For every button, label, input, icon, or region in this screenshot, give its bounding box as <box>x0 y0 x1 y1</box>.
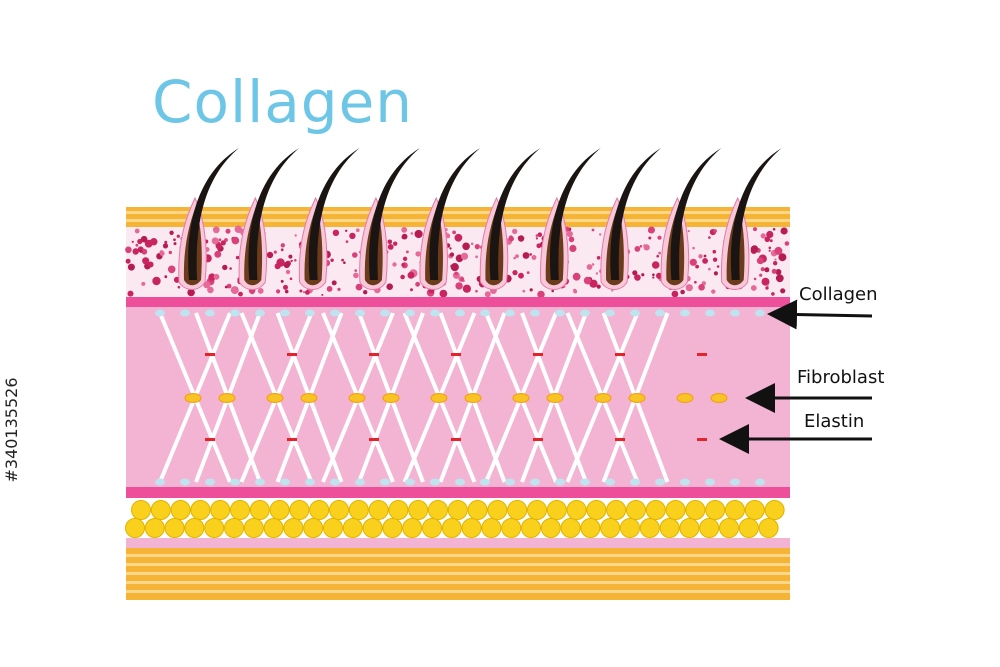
fat-cell-icon <box>639 518 660 538</box>
hair-follicle-icon <box>298 148 360 290</box>
fat-cell-icon <box>527 500 547 520</box>
fat-cell-icon <box>348 500 369 520</box>
fat-cell-icon <box>481 518 502 538</box>
fat-cell-icon <box>659 518 680 538</box>
fat-cell-icon <box>329 500 349 520</box>
fat-cell-icon <box>586 500 607 520</box>
fat-cell-icon <box>428 500 448 520</box>
fat-cell-icon <box>606 500 627 520</box>
epidermis-layer <box>125 225 790 299</box>
fat-cell-icon <box>679 518 700 538</box>
fat-cell-icon <box>303 518 324 538</box>
fat-cell-layer <box>125 500 785 538</box>
fat-cell-icon <box>699 518 720 538</box>
fat-cell-icon <box>521 518 541 538</box>
fat-cell-icon <box>289 500 310 520</box>
fat-cell-icon <box>224 518 244 538</box>
fibroblast-label: Fibroblast <box>797 367 885 388</box>
fat-cell-icon <box>758 518 779 538</box>
fat-cell-icon <box>540 518 561 538</box>
fat-cell-icon <box>546 500 567 520</box>
hair-follicle-icon <box>178 148 239 290</box>
hair-follicle-icon <box>419 148 481 290</box>
fat-cell-icon <box>560 518 581 538</box>
fat-cell-icon <box>170 500 191 520</box>
collagen-arrow-icon <box>767 299 873 330</box>
fat-cell-icon <box>665 500 686 520</box>
fibroblast-icon <box>430 393 482 403</box>
fat-cell-icon <box>150 500 171 520</box>
fat-cell-icon <box>719 518 739 538</box>
fat-cell-icon <box>620 518 640 538</box>
fibroblast-icon <box>594 393 646 403</box>
basement-membrane-top <box>126 297 790 307</box>
basement-membrane-bottom <box>126 487 790 498</box>
fat-cell-icon <box>744 500 765 520</box>
fat-cell-icon <box>309 500 330 520</box>
fibroblast-icon <box>184 393 236 403</box>
fat-cell-icon <box>487 500 508 520</box>
fat-cell-icon <box>626 500 646 520</box>
fat-cell-icon <box>705 500 726 520</box>
fat-cell-icon <box>441 518 462 538</box>
stock-id: #340135526 <box>2 377 21 483</box>
fat-cell-icon <box>408 500 429 520</box>
fibroblast-icon <box>348 393 400 403</box>
hair-follicle-icon <box>359 148 420 290</box>
diagram-title: Collagen <box>152 68 414 136</box>
fat-cell-icon <box>342 518 363 538</box>
hair-follicle-icon <box>660 148 722 290</box>
fat-cell-icon <box>566 500 587 520</box>
elastin-label: Elastin <box>804 411 865 432</box>
hair-follicle-icon <box>720 148 782 290</box>
fat-cell-icon <box>125 518 145 538</box>
fibroblast-icon <box>512 393 564 403</box>
hair-follicle-icon <box>540 148 601 290</box>
fat-cell-icon <box>645 500 666 520</box>
hair-follicle-icon <box>479 148 541 290</box>
fat-cell-icon <box>323 518 343 538</box>
fibroblast-icon <box>676 393 728 403</box>
fat-cell-icon <box>243 518 264 538</box>
fibroblast-icon <box>266 393 318 403</box>
fat-cell-icon <box>362 518 383 538</box>
fat-cell-icon <box>402 518 423 538</box>
fat-cell-icon <box>184 518 205 538</box>
fat-cell-icon <box>725 500 745 520</box>
fat-cell-icon <box>144 518 165 538</box>
subcutaneous-band <box>126 538 790 600</box>
hair-follicle-icon <box>238 148 300 290</box>
epidermis-surface-band <box>126 207 790 227</box>
fat-cell-icon <box>461 518 482 538</box>
fat-cell-icon <box>164 518 185 538</box>
fat-cell-icon <box>447 500 468 520</box>
fat-cell-icon <box>600 518 621 538</box>
fat-cell-icon <box>190 500 211 520</box>
fat-cell-icon <box>283 518 304 538</box>
fat-cell-icon <box>230 500 250 520</box>
fat-cell-icon <box>382 518 403 538</box>
fat-cell-icon <box>368 500 389 520</box>
hair-follicle-icon <box>600 148 662 290</box>
fat-cell-icon <box>422 518 442 538</box>
fat-cell-icon <box>131 500 151 520</box>
fat-cell-icon <box>685 500 706 520</box>
fat-cell-icon <box>249 500 270 520</box>
fat-cell-icon <box>467 500 488 520</box>
fat-cell-icon <box>738 518 759 538</box>
collagen-fiber-network <box>155 309 765 486</box>
fat-cell-icon <box>764 500 785 520</box>
hair-follicles <box>178 148 782 290</box>
fat-cell-icon <box>507 500 528 520</box>
fat-cell-icon <box>210 500 231 520</box>
fat-cell-icon <box>269 500 290 520</box>
fat-cell-icon <box>388 500 409 520</box>
fat-cell-icon <box>204 518 225 538</box>
collagen-label: Collagen <box>799 284 878 305</box>
fat-cell-icon <box>580 518 601 538</box>
fat-cell-icon <box>263 518 284 538</box>
fat-cell-icon <box>501 518 522 538</box>
